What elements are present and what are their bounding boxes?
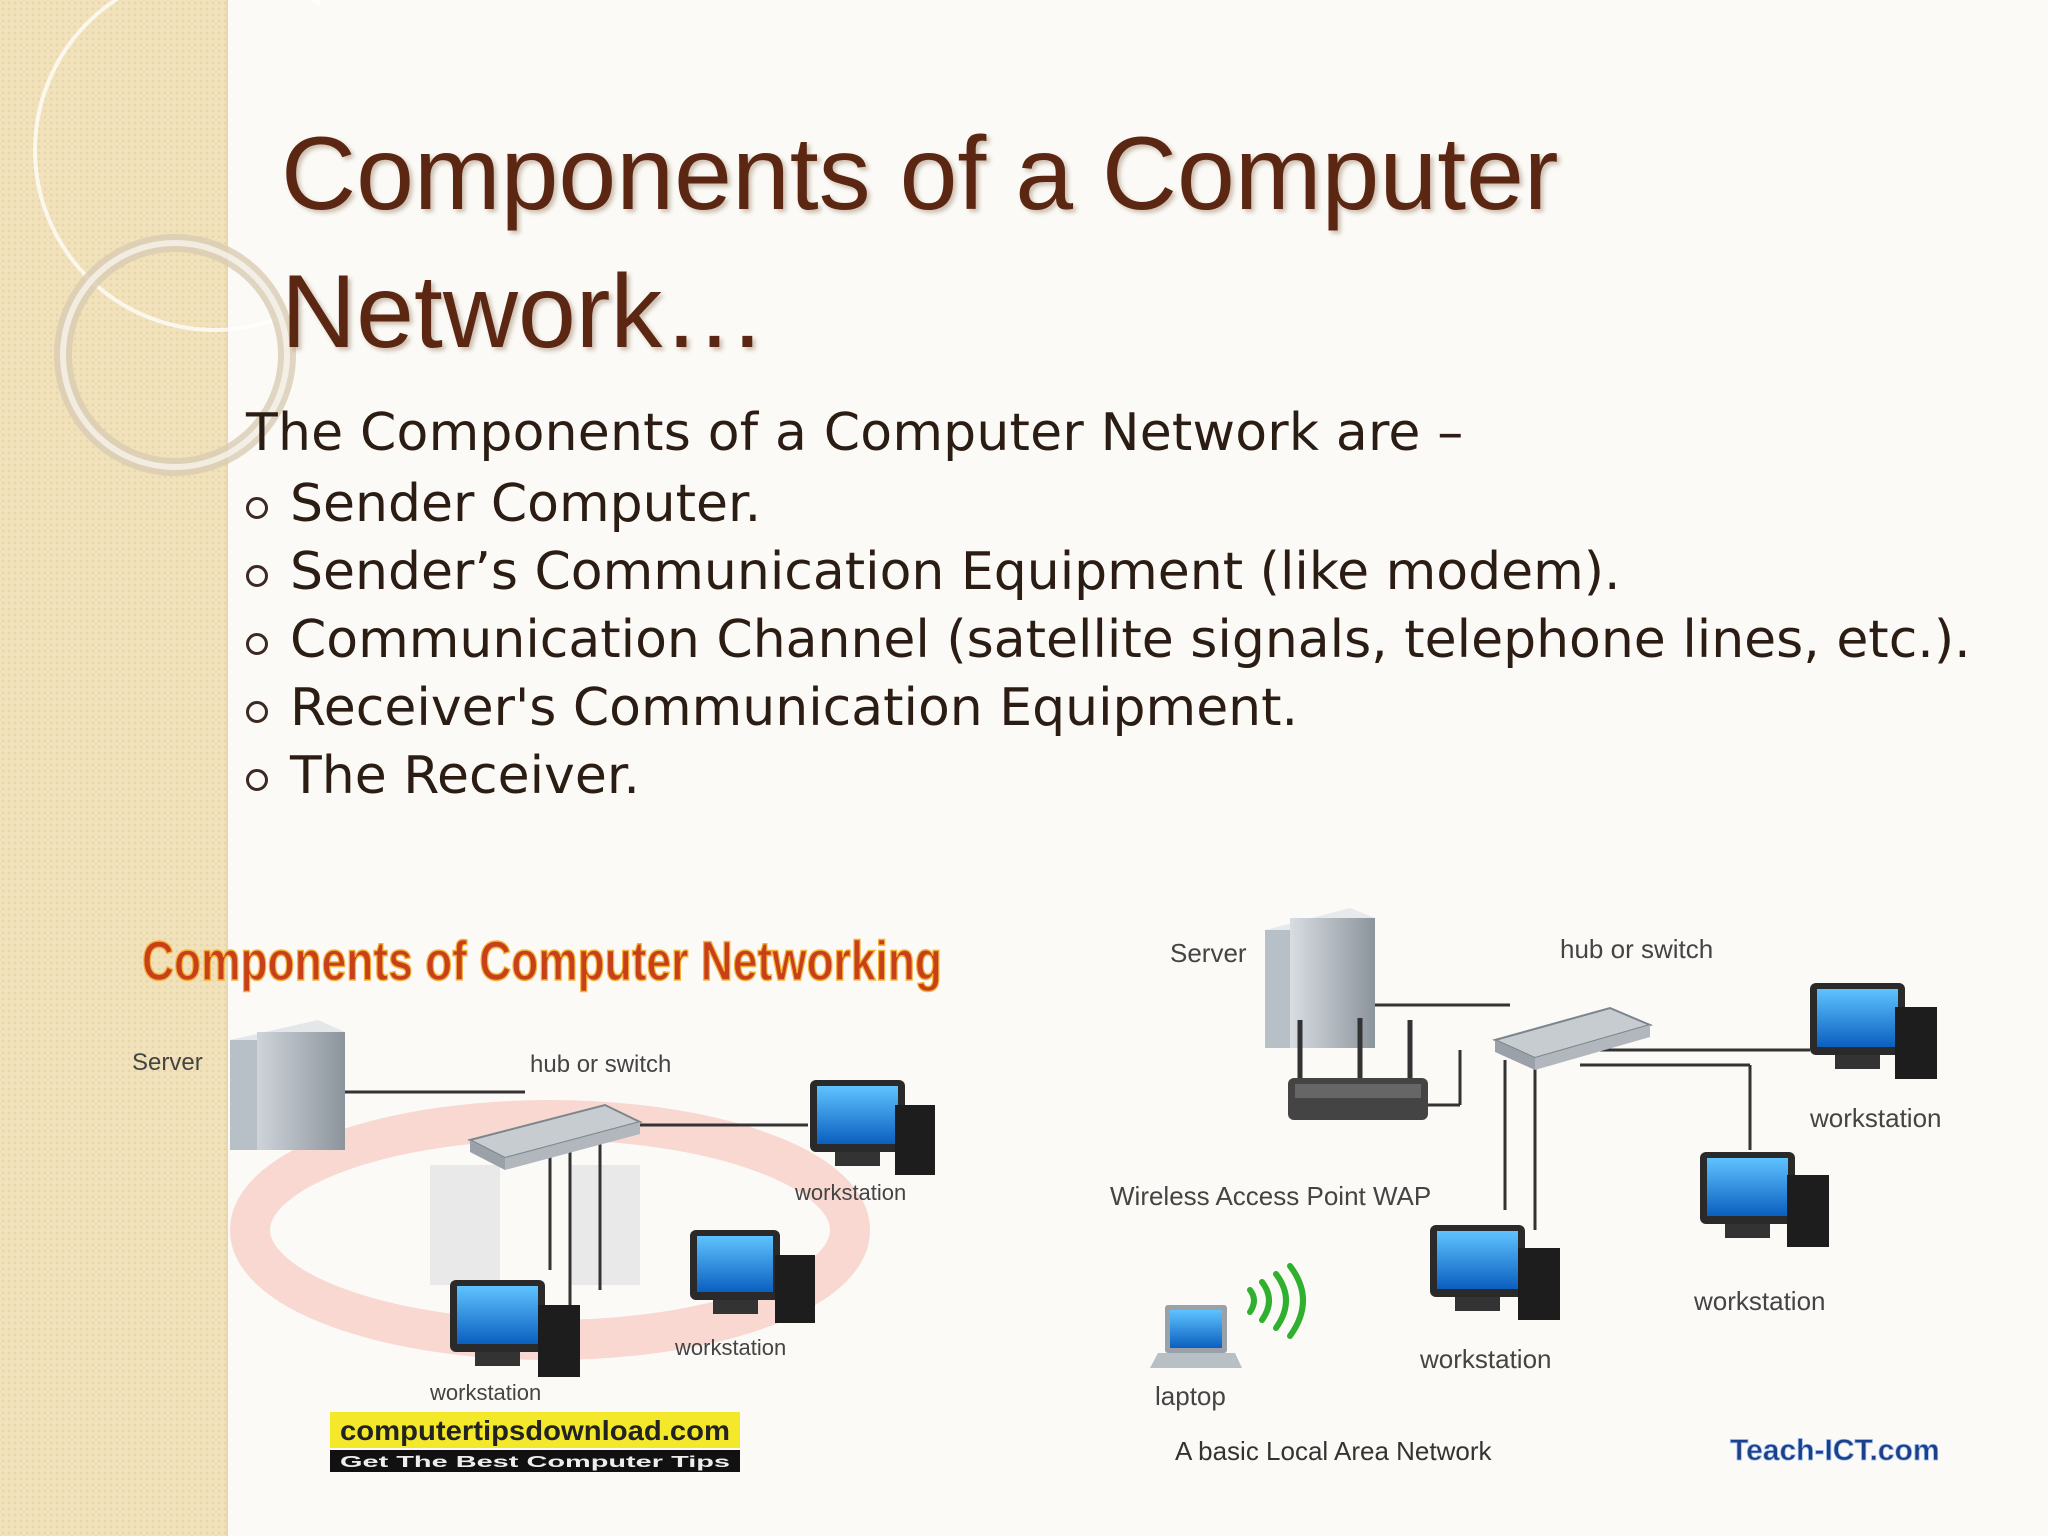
workstation-label: workstation <box>674 1335 786 1360</box>
hub-icon <box>467 1103 643 1170</box>
workstation-label: workstation <box>1419 1344 1552 1374</box>
sidebar-edge <box>226 0 228 1536</box>
laptop-icon <box>1150 1305 1242 1368</box>
list-item-text: Sender’s Communication Equipment (like m… <box>290 542 1621 602</box>
workstation-icon <box>690 1230 815 1323</box>
list-item: The Receiver. <box>246 742 1971 810</box>
hub-icon <box>1492 1006 1653 1070</box>
workstation-label: workstation <box>1693 1286 1826 1316</box>
watermark-text: computertipsdownload.com <box>340 1415 730 1446</box>
workstation-icon <box>1700 1152 1829 1247</box>
server-label: Server <box>132 1049 203 1076</box>
tagline-banner <box>330 1450 740 1472</box>
workstation-label: workstation <box>1809 1103 1942 1133</box>
background-box-decoration <box>570 1165 640 1285</box>
watermark-banner <box>330 1412 740 1448</box>
list-item: Receiver's Communication Equipment. <box>246 674 1971 742</box>
network-links <box>1350 1003 1810 1230</box>
list-item-text: The Receiver. <box>290 746 640 806</box>
network-diagram-right: Server hub or switch Wireless Access Poi… <box>1110 908 1942 1467</box>
figure-heading: Components of Computer Networking <box>142 929 942 992</box>
circle-bullet-icon <box>246 701 268 723</box>
decorative-rings <box>33 0 320 476</box>
list-item: Sender’s Communication Equipment (like m… <box>246 538 1971 606</box>
list-item-text: Sender Computer. <box>290 474 762 534</box>
wap-label: Wireless Access Point WAP <box>1110 1181 1431 1211</box>
server-icon <box>1265 908 1375 1048</box>
workstation-icon <box>1810 983 1937 1079</box>
workstation-icon <box>1430 1225 1560 1320</box>
wireless-signal-icon <box>1247 1263 1306 1339</box>
slide-title: Components of a Computer Network… <box>281 116 1559 370</box>
circle-bullet-icon <box>246 565 268 587</box>
wireless-access-point-icon <box>1288 1018 1428 1120</box>
workstation-label: workstation <box>794 1180 906 1205</box>
workstation-icon <box>810 1080 935 1175</box>
hub-label: hub or switch <box>530 1051 671 1078</box>
intro-text: The Components of a Computer Network are… <box>246 403 1464 463</box>
circle-bullet-icon <box>246 633 268 655</box>
background-box-decoration <box>430 1165 500 1285</box>
list-item: Communication Channel (satellite signals… <box>246 606 1971 674</box>
server-icon <box>230 1020 345 1150</box>
hub-label: hub or switch <box>1560 934 1713 964</box>
list-item-text: Communication Channel (satellite signals… <box>290 610 1971 670</box>
bullet-list: Sender Computer. Sender’s Communication … <box>246 470 1971 810</box>
network-diagram-left: Components of Computer Networking Server… <box>132 928 943 1472</box>
figure-caption: A basic Local Area Network <box>1175 1436 1492 1466</box>
workstation-icon <box>450 1280 580 1377</box>
list-item-text: Receiver's Communication Equipment. <box>290 678 1299 738</box>
circle-bullet-icon <box>246 497 268 519</box>
list-item: Sender Computer. <box>246 470 1971 538</box>
workstation-label: workstation <box>429 1380 541 1405</box>
laptop-label: laptop <box>1155 1381 1226 1411</box>
server-label: Server <box>1170 938 1247 968</box>
figure-credit: Teach-ICT.com <box>1730 1434 1940 1467</box>
tagline-text: Get The Best Computer Tips <box>340 1454 730 1471</box>
circle-bullet-icon <box>246 769 268 791</box>
